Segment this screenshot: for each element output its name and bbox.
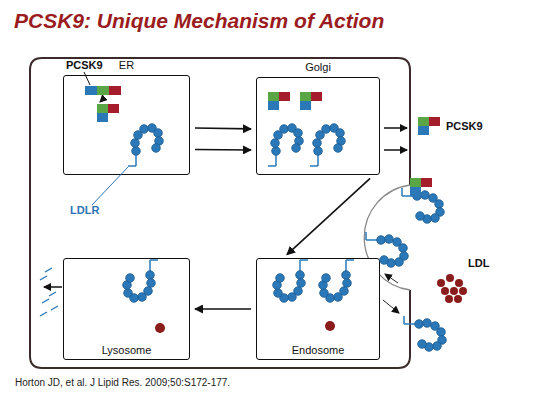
- degraded-fragments: [40, 268, 58, 316]
- ldl-particle: [437, 279, 445, 287]
- transport-arrow: [195, 127, 251, 129]
- compartment-label: Endosome: [257, 344, 379, 356]
- transport-arrow: [287, 178, 370, 254]
- ldl-particle: [455, 279, 463, 287]
- fragment: [40, 312, 47, 316]
- fragment: [51, 306, 58, 310]
- protein-label: PCSK9: [446, 120, 483, 132]
- fragment: [49, 292, 56, 296]
- compartment-box: Lysosome: [63, 258, 190, 360]
- compartment-box: Endosome: [256, 258, 380, 360]
- transport-arrow: [195, 149, 251, 151]
- cell-membrane: [30, 58, 410, 368]
- particle-label: LDL: [468, 257, 489, 269]
- internalization-arrow: [385, 274, 398, 283]
- ldl-particle: [459, 287, 467, 295]
- transport-arrow: [195, 308, 251, 310]
- fragment: [45, 268, 52, 272]
- secretion-arrow: [384, 127, 407, 129]
- receptor-label: LDLR: [70, 204, 99, 216]
- protein-label: PCSK9: [66, 59, 103, 71]
- source-caption: Horton JD, et al. J Lipid Res. 2009;50:S…: [15, 377, 230, 388]
- compartment-box: ER: [63, 75, 190, 175]
- compartment-box: Golgi: [256, 77, 380, 175]
- recycling-arrow: [383, 300, 399, 313]
- secreted-pcsk9: [418, 117, 440, 135]
- recycled-ldlr: [404, 316, 446, 351]
- fragment: [42, 299, 49, 303]
- ldl-particle: [446, 274, 454, 282]
- surface-ldlr: [402, 188, 444, 223]
- bound-pcsk9: [410, 178, 432, 196]
- secretion-arrow: [384, 149, 407, 151]
- ldl-particle: [445, 295, 453, 303]
- compartment-label: Lysosome: [64, 344, 189, 356]
- fragment: [40, 276, 47, 280]
- compartment-label: Golgi: [257, 61, 379, 73]
- ldl-particle: [441, 287, 449, 295]
- ldl-particle: [450, 287, 458, 295]
- ldl-particles: [437, 274, 467, 303]
- ldl-particle: [454, 295, 462, 303]
- slide-title: PCSK9: Unique Mechanism of Action: [14, 9, 384, 33]
- degradation-arrow: [44, 286, 62, 288]
